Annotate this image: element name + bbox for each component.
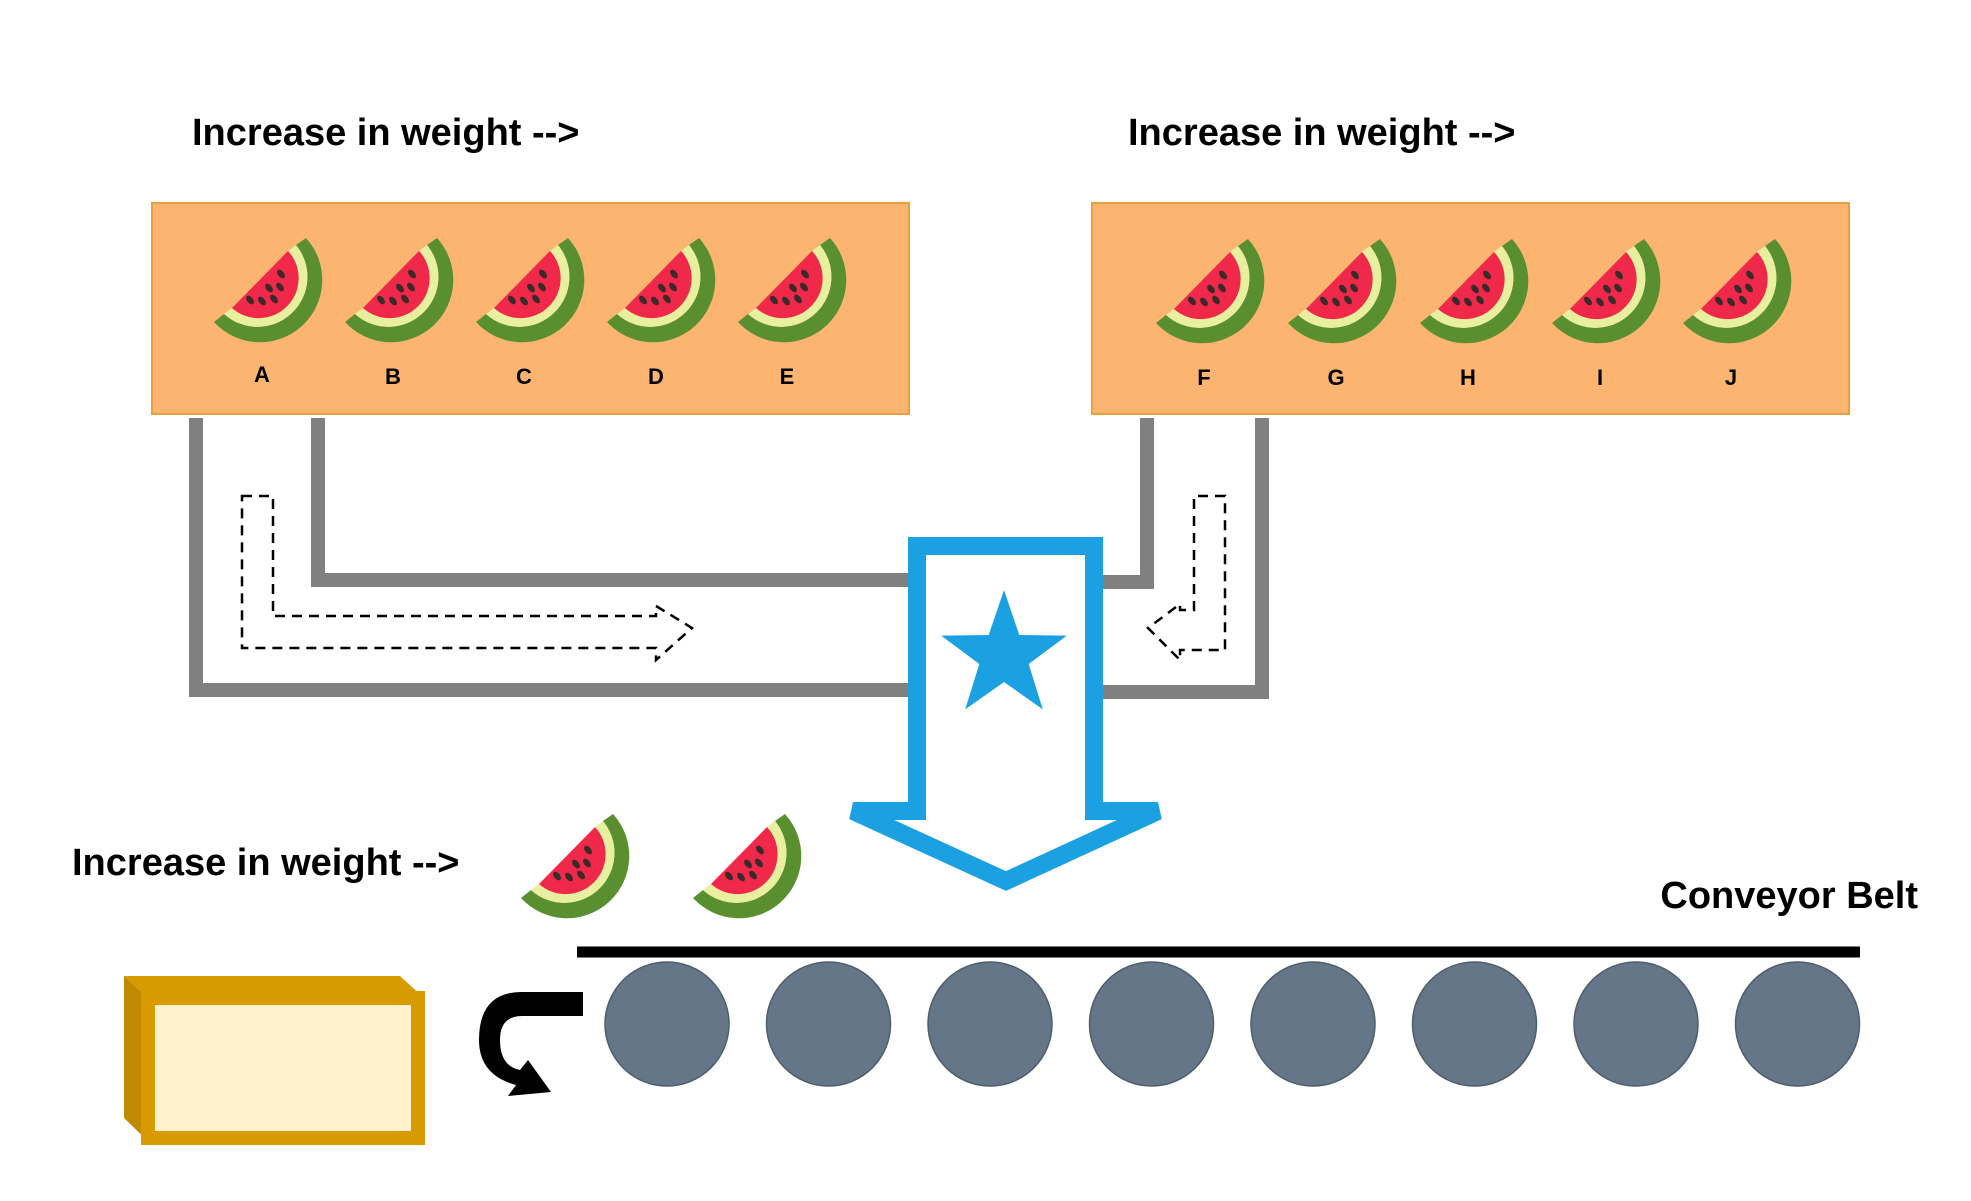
left-slot-labels: A B C D E [254, 362, 794, 389]
conveyor-roller [927, 961, 1053, 1087]
heading-top-left: Increase in weight --> [192, 112, 580, 154]
conveyor-roller [604, 961, 730, 1087]
conveyor-belt-label: Conveyor Belt [1660, 875, 1918, 917]
slot-label-f: F [1197, 365, 1210, 390]
watermelon-icon [521, 814, 630, 919]
conveyor-rollers [604, 961, 1861, 1087]
slot-label-i: I [1597, 365, 1603, 390]
curved-arrow-icon [479, 992, 583, 1096]
left-flow-arrow [240, 494, 695, 663]
slot-label-a: A [254, 362, 270, 387]
slot-label-c: C [516, 364, 532, 389]
slot-label-e: E [780, 364, 795, 389]
heading-top-right: Increase in weight --> [1128, 112, 1516, 154]
slot-label-g: G [1327, 365, 1344, 390]
slot-label-b: B [385, 364, 401, 389]
slot-label-h: H [1460, 365, 1476, 390]
right-feed-channel [1100, 418, 1269, 699]
conveyor-roller [765, 961, 892, 1087]
conveyor-roller [1411, 961, 1538, 1087]
left-feed-channel [189, 418, 918, 697]
slot-label-j: J [1725, 365, 1737, 390]
conveyor-roller [1734, 961, 1861, 1087]
conveyor-roller [1088, 961, 1215, 1087]
star-icon [941, 590, 1067, 710]
right-slot-labels: F G H I J [1197, 365, 1737, 390]
merge-arrow [849, 537, 1162, 891]
conveyor-roller [1250, 961, 1376, 1087]
watermelon-icon [693, 814, 802, 919]
box-icon [124, 976, 425, 1145]
slot-label-d: D [648, 364, 664, 389]
conveyor-roller [1573, 961, 1699, 1087]
right-flow-arrow [1146, 494, 1227, 664]
heading-bottom: Increase in weight --> [72, 842, 460, 884]
bottom-watermelon-row [521, 814, 802, 919]
